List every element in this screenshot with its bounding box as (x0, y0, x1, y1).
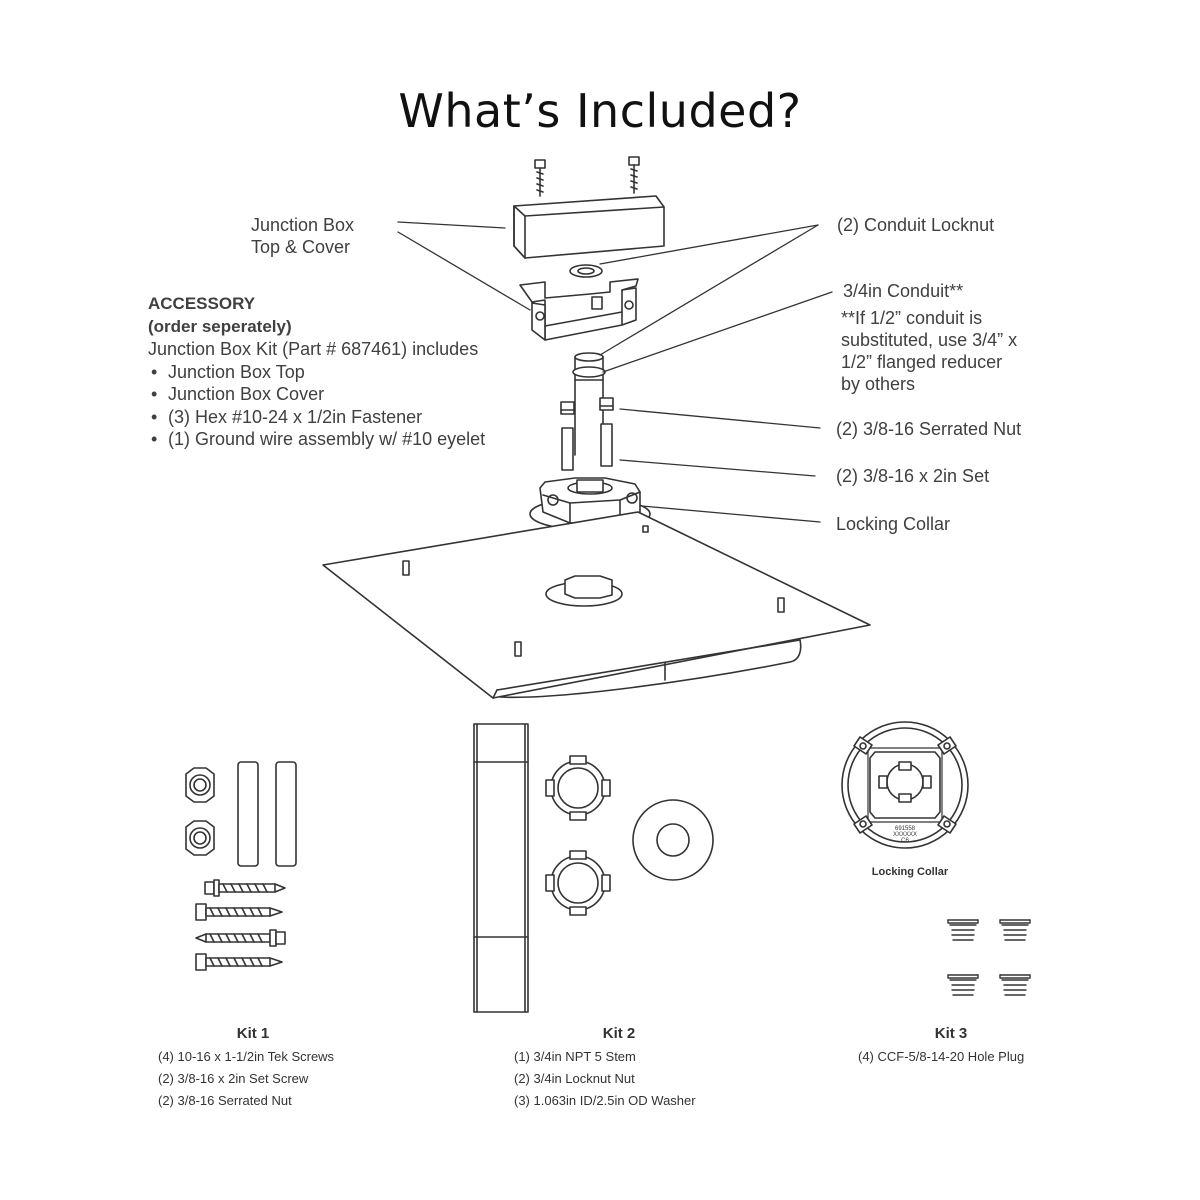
callout-set-screw: (2) 3/8-16 x 2in Set (836, 466, 990, 486)
hole-plugs (947, 919, 1031, 996)
accessory-block: ACCESSORY (order seperately) Junction Bo… (148, 292, 485, 451)
kit-2-item: (1) 3/4in NPT 5 Stem (514, 1049, 636, 1064)
junction-box-screws (534, 156, 640, 197)
accessory-item: (3) Hex #10-24 x 1/2in Fastener (148, 406, 485, 429)
collar-markings: 691558 XXXXXX C6 (886, 826, 924, 844)
callout-locking-collar: Locking Collar (836, 514, 951, 534)
junction-box-cover (513, 195, 665, 259)
callout-junction-box-line1: Junction Box (251, 215, 355, 235)
kit-3-caption: Kit 3 (4) CCF-5/8-14-20 Hole Plug (858, 1025, 1044, 1068)
locking-collar-detail (841, 721, 969, 849)
leader-lines (397, 221, 833, 523)
junction-box-top (519, 278, 639, 341)
collar-detail-label: Locking Collar (871, 866, 949, 878)
callout-conduit-note: **If 1/2” conduit is substituted, use 3/… (841, 307, 1017, 395)
callout-conduit: 3/4in Conduit** (843, 281, 964, 301)
kit-2-item: (3) 1.063in ID/2.5in OD Washer (514, 1093, 696, 1108)
kit-2-caption: Kit 2 (1) 3/4in NPT 5 Stem (2) 3/4in Loc… (514, 1025, 724, 1112)
accessory-item: Junction Box Cover (148, 383, 485, 406)
callout-serrated-nut: (2) 3/8-16 Serrated Nut (836, 419, 1022, 439)
kit-1-item: (2) 3/8-16 x 2in Set Screw (158, 1071, 309, 1086)
tek-screws (195, 879, 286, 971)
accessory-item: (1) Ground wire assembly w/ #10 eyelet (148, 428, 485, 451)
conduit-locknut-upper (569, 264, 603, 278)
washer (632, 799, 714, 881)
callout-conduit-locknut: (2) Conduit Locknut (837, 215, 995, 235)
set-screws (561, 423, 613, 471)
kit1-parts (185, 761, 297, 867)
conduit-note-line2: substituted, use 3/4” x (841, 330, 1018, 350)
page-title: What’s Included? (398, 84, 802, 138)
kit-1-caption: Kit 1 (4) 10-16 x 1-1/2in Tek Screws (2)… (158, 1025, 348, 1112)
kit2-parts (473, 723, 714, 1013)
accessory-intro: Junction Box Kit (Part # 687461) include… (148, 339, 479, 359)
collar-marking-3: C6 (901, 838, 909, 844)
serrated-nuts (560, 397, 614, 415)
collar-marking-2: XXXXXX (892, 832, 917, 838)
kit-2-title: Kit 2 (602, 1025, 636, 1042)
accessory-list: Junction Box Top Junction Box Cover (3) … (148, 361, 485, 451)
collar-marking-1: 691558 (894, 826, 916, 832)
conduit-note-line4: by others (841, 374, 916, 394)
kit-3-item: (4) CCF-5/8-14-20 Hole Plug (858, 1049, 1025, 1064)
accessory-heading: ACCESSORY (148, 294, 256, 313)
locknut-2 (545, 850, 611, 916)
conduit-note-line3: 1/2” flanged reducer (841, 352, 1003, 372)
locknut-1 (545, 755, 611, 821)
kit-1-title: Kit 1 (236, 1025, 270, 1042)
kit-3-title: Kit 3 (934, 1025, 968, 1042)
accessory-item: Junction Box Top (148, 361, 485, 384)
accessory-subheading: (order seperately) (148, 317, 292, 336)
kit-1-item: (4) 10-16 x 1-1/2in Tek Screws (158, 1049, 335, 1064)
callout-junction-box: Junction Box Top & Cover (251, 214, 354, 258)
conduit-note-line1: **If 1/2” conduit is (841, 308, 983, 328)
fixture-plate (322, 511, 871, 699)
callout-junction-box-line2: Top & Cover (251, 237, 351, 257)
kit-2-item: (2) 3/4in Locknut Nut (514, 1071, 635, 1086)
kit-1-item: (2) 3/8-16 Serrated Nut (158, 1093, 292, 1108)
